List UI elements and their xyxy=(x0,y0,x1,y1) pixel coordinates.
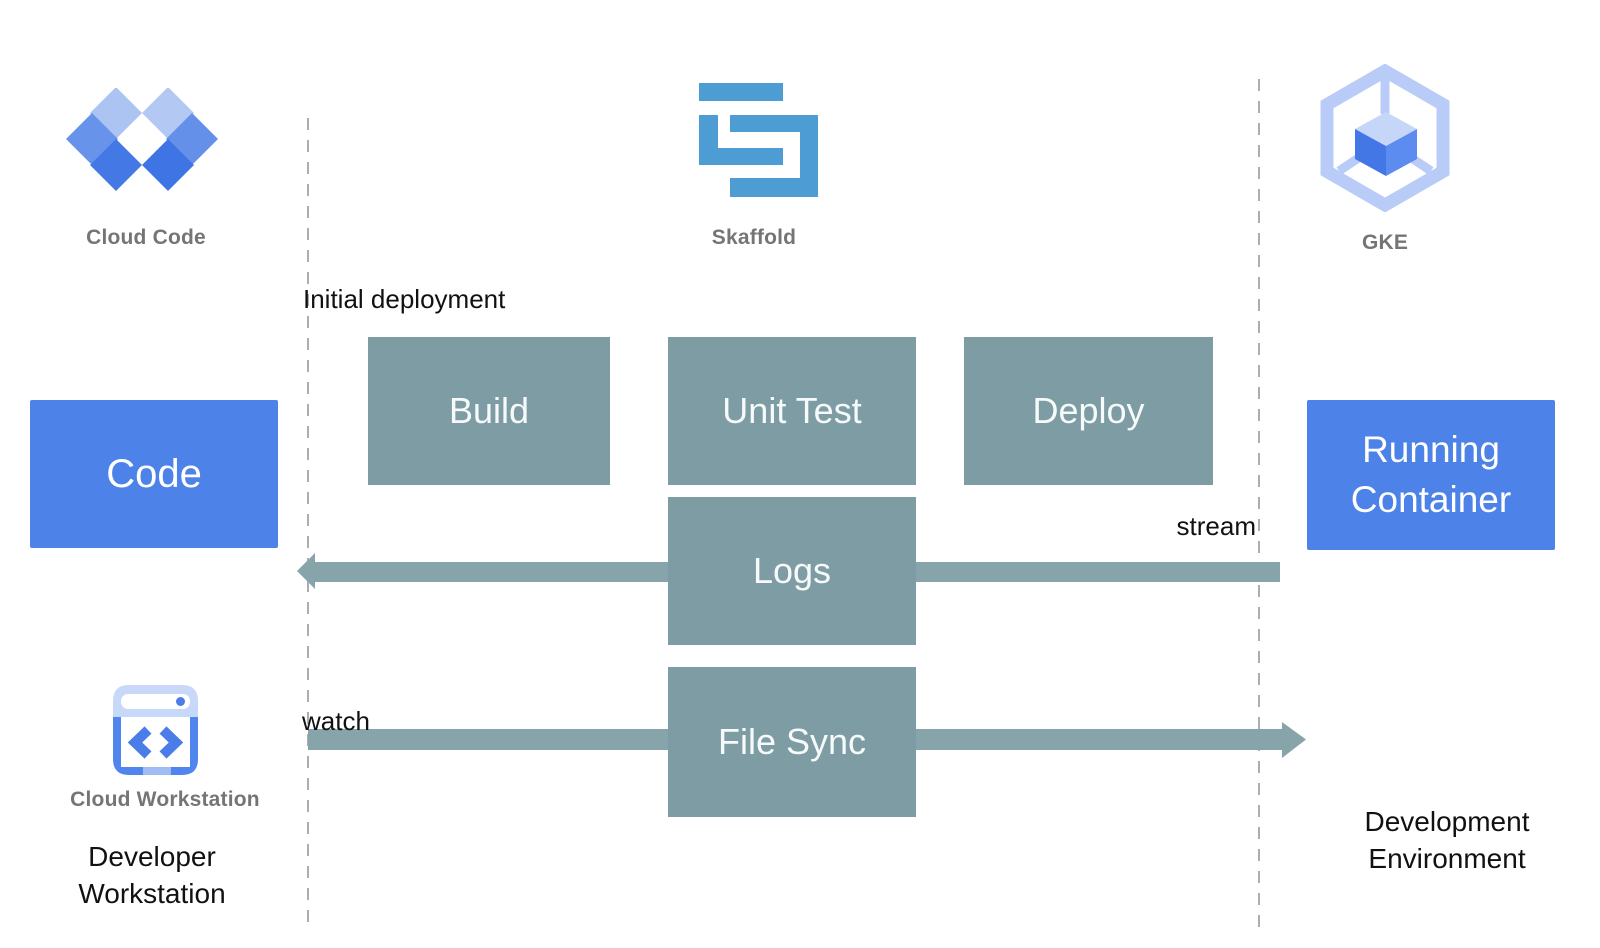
gke-icon xyxy=(1318,64,1452,212)
initial-deployment-label: Initial deployment xyxy=(303,284,506,314)
file-sync-box-label: File Sync xyxy=(717,721,867,762)
skaffold-icon xyxy=(697,81,819,199)
right-column-divider xyxy=(1258,79,1260,930)
unit-test-box: Unit Test xyxy=(668,337,916,485)
cloud-code-icon xyxy=(64,88,220,192)
left-column-divider xyxy=(307,118,309,930)
build-box: Build xyxy=(368,337,610,485)
code-box-label: Code xyxy=(106,451,202,496)
watch-label: watch xyxy=(302,706,370,736)
deploy-box: Deploy xyxy=(964,337,1213,485)
unit-test-box-label: Unit Test xyxy=(722,390,862,431)
file-sync-box: File Sync xyxy=(668,667,916,817)
running-container-box: Running Container xyxy=(1307,400,1555,550)
running-container-label: Running Container xyxy=(1350,429,1512,520)
cloud-workstation-label: Cloud Workstation xyxy=(70,788,260,811)
skaffold-label: Skaffold xyxy=(711,226,797,249)
logs-box-label: Logs xyxy=(752,550,832,591)
developer-workstation-caption: Developer Workstation xyxy=(78,841,226,909)
deploy-box-label: Deploy xyxy=(1032,390,1145,431)
stream-label: stream xyxy=(1176,511,1256,541)
cloud-workstation-icon xyxy=(113,685,198,775)
code-box: Code xyxy=(30,400,278,548)
development-environment-caption: Development Environment xyxy=(1364,806,1530,874)
logs-box: Logs xyxy=(668,497,916,645)
build-box-label: Build xyxy=(448,390,530,431)
gke-label: GKE xyxy=(1361,231,1409,254)
cloud-code-label: Cloud Code xyxy=(86,226,206,249)
